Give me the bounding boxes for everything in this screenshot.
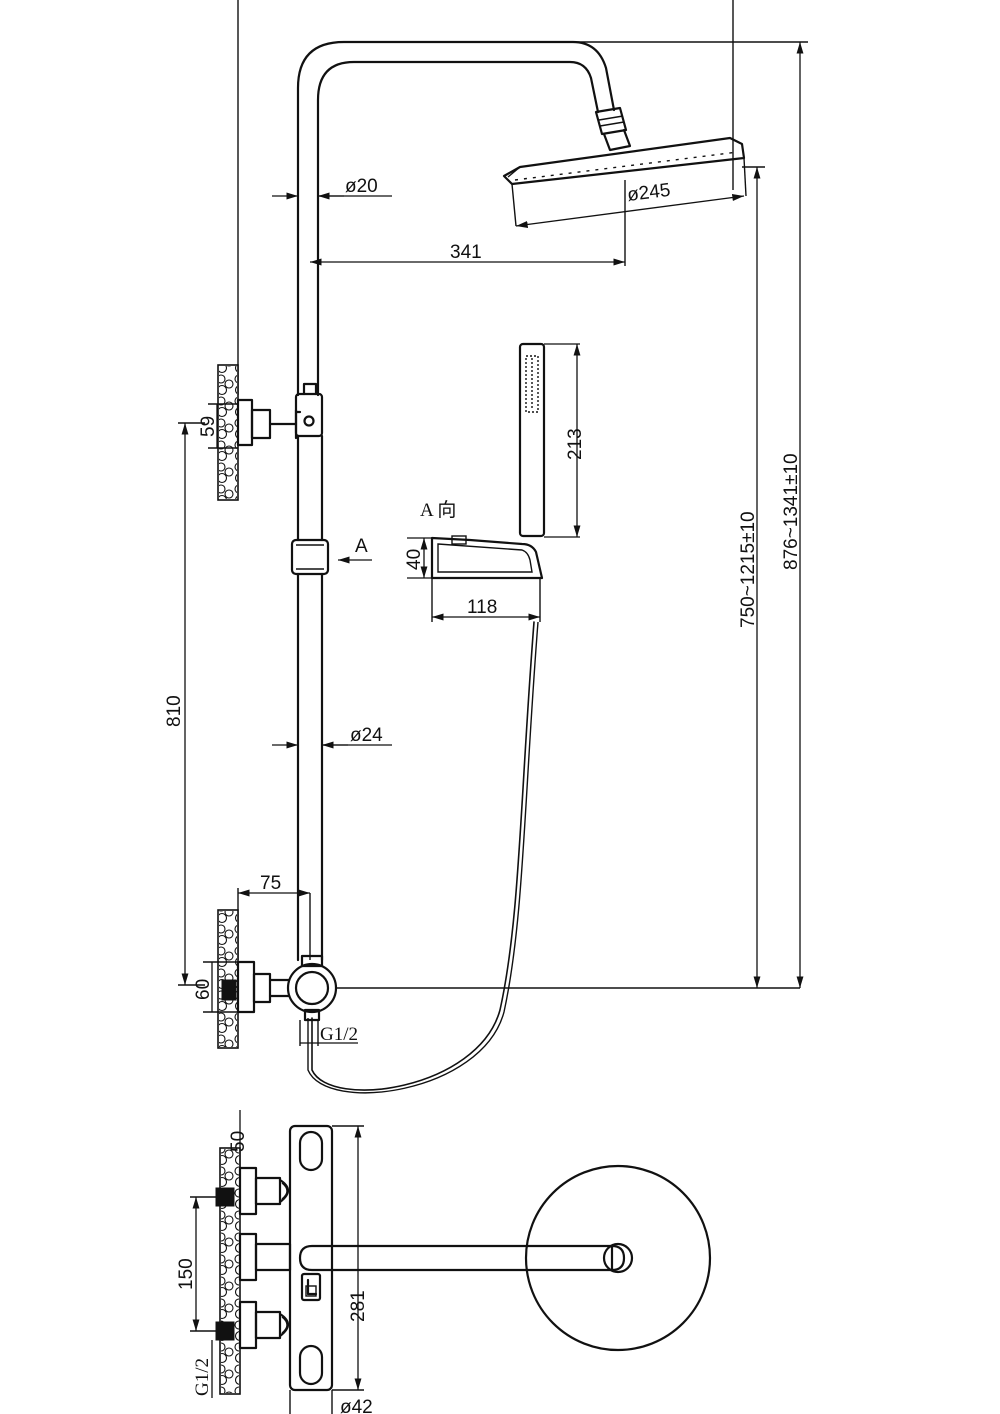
- top-view-arm-and-head: [298, 1164, 712, 1352]
- front-view: ø20 ø245 341: [164, 0, 808, 1094]
- hose-inner: [307, 621, 539, 1094]
- dim-holder-height-label: 40: [404, 549, 425, 570]
- dim-total-height-range: 876~1341±10: [573, 41, 808, 988]
- hose: [311, 621, 535, 1091]
- slide-rail: [290, 434, 330, 962]
- view-direction-label: A 向: [420, 499, 456, 521]
- hand-shower: 213: [518, 342, 586, 538]
- dim-head-diameter: ø245: [515, 157, 747, 228]
- top-view-inlet-middle: [238, 1232, 292, 1282]
- dim-total-height-range-label: 876~1341±10: [781, 453, 802, 570]
- dim-rail-diameter: ø24: [272, 725, 392, 749]
- dim-head-height-range-label: 750~1215±10: [738, 511, 759, 628]
- dim-body-length: 281: [332, 1125, 369, 1391]
- view-arrow-label: A: [355, 536, 368, 557]
- view-arrow-a: A: [338, 536, 372, 564]
- top-view-body: [288, 1124, 334, 1392]
- dim-total-bracket-span-label: 810: [164, 695, 185, 727]
- dim-mixer-height-label: 60: [193, 979, 214, 1000]
- dim-inlet-spacing-label: 150: [176, 1258, 197, 1290]
- dim-arm-reach-label: 341: [450, 242, 482, 263]
- lower-wall-mixer: [217, 909, 800, 1049]
- dim-thread-top-label: G1/2: [192, 1358, 213, 1396]
- dim-body-length-label: 281: [348, 1290, 369, 1322]
- dim-bracket-height-label: 59: [198, 416, 219, 437]
- dim-head-diameter-label: ø245: [626, 180, 672, 206]
- dim-top-arm-diameter-label: ø20: [345, 176, 378, 197]
- dim-inlet-offset-label: 50: [228, 1131, 249, 1152]
- dim-thread-front: G1/2: [299, 1020, 358, 1046]
- dim-wall-offset: 75: [237, 873, 311, 960]
- upper-wall-bracket: [217, 364, 324, 501]
- dim-wall-offset-label: 75: [260, 873, 281, 894]
- top-view-inlet-lower: [238, 1300, 290, 1350]
- top-view-wall: [215, 1147, 241, 1395]
- dim-body-diameter: ø42: [289, 1390, 373, 1414]
- top-view: 50 150 G1/2 281 ø42: [176, 1110, 712, 1414]
- top-view-inlet-upper: [238, 1166, 290, 1216]
- dim-mixer-height: 60: [193, 961, 238, 1013]
- dim-total-bracket-span: 810: [164, 422, 205, 986]
- dim-holder-depth-label: 118: [467, 597, 497, 618]
- dim-top-arm-diameter: ø20: [272, 176, 392, 200]
- dim-handset-length-label: 213: [565, 428, 586, 460]
- dim-rail-diameter-label: ø24: [350, 725, 383, 746]
- hand-shower-holder-view-a: A 向 40 118: [404, 499, 544, 622]
- dim-arm-reach: 341: [310, 180, 626, 266]
- dim-thread-front-label: G1/2: [320, 1024, 358, 1045]
- riser-and-arm: [296, 40, 632, 397]
- dim-body-diameter-label: ø42: [340, 1397, 373, 1414]
- dim-head-height-range: 750~1215±10: [738, 166, 765, 988]
- dim-inlet-offset: 50: [228, 1110, 249, 1168]
- rain-shower-head: [502, 136, 746, 227]
- dim-bracket-height: 59: [198, 403, 238, 449]
- dim-thread-top: G1/2: [192, 1340, 213, 1398]
- dim-inlet-spacing: 150: [176, 1196, 216, 1332]
